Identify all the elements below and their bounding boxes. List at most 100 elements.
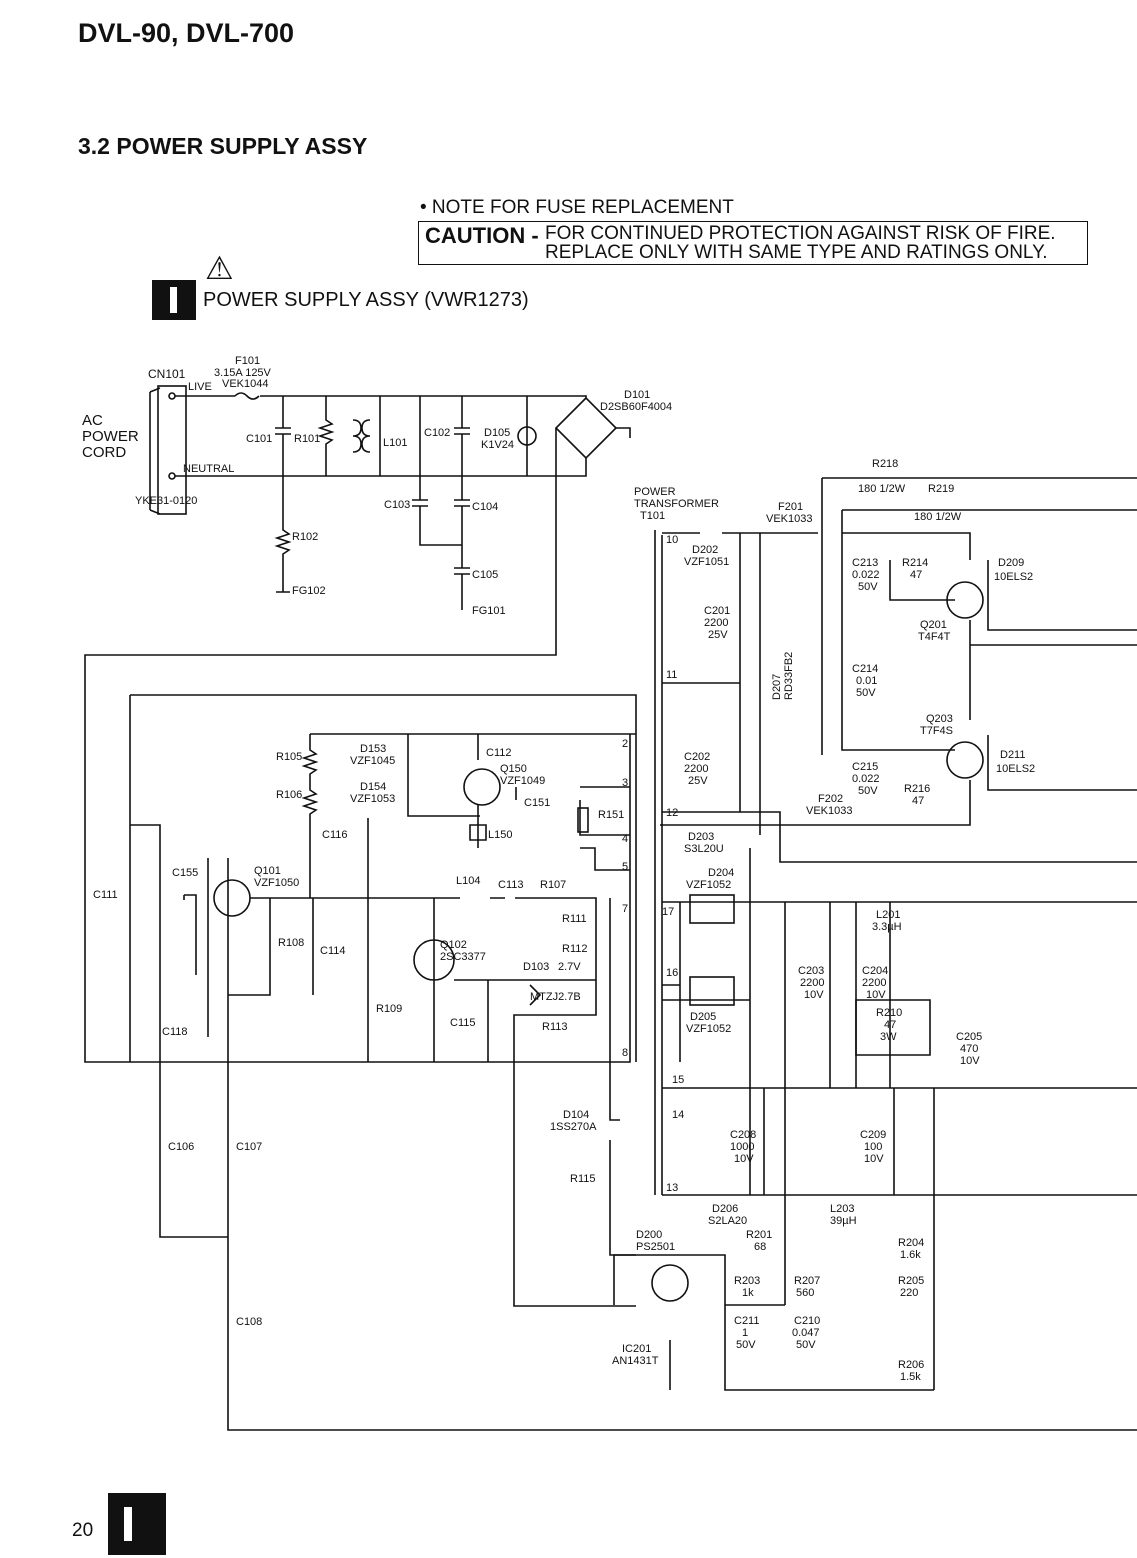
label-r205: R205 (898, 1275, 924, 1287)
label-r109: R109 (376, 1003, 402, 1015)
label-r214: R214 (902, 557, 928, 569)
schematic-labels: CN101 LIVE NEUTRAL AC POWER CORD YKE31-0… (82, 355, 1035, 1383)
label-d103: D103 (523, 961, 549, 973)
label-r219: R219 (928, 483, 954, 495)
label-c106: C106 (168, 1141, 194, 1153)
label-c211-val: 1 (742, 1327, 748, 1339)
label-c118: C118 (162, 1026, 187, 1038)
label-ic201-part: AN1431T (612, 1355, 659, 1367)
label-r102: R102 (292, 531, 318, 543)
label-f202: F202 (818, 793, 843, 805)
page-number: 20 (72, 1520, 94, 1541)
label-r201-val: 68 (754, 1241, 766, 1253)
d204-diode-pair (689, 894, 735, 924)
label-c202-v: 25V (688, 775, 708, 787)
label-c213: C213 (852, 557, 878, 569)
label-r204: R204 (898, 1237, 924, 1249)
pin-4: 4 (622, 833, 628, 845)
label-r206: R206 (898, 1359, 924, 1371)
label-c102: C102 (424, 427, 450, 439)
label-c151: C151 (524, 797, 550, 809)
label-l101: L101 (383, 437, 407, 449)
label-c208: C208 (730, 1129, 756, 1141)
label-fg102: FG102 (292, 585, 326, 597)
label-c213-v: 50V (858, 581, 878, 593)
label-d206: D206 (712, 1203, 738, 1215)
label-r216: R216 (904, 783, 930, 795)
label-c114: C114 (320, 945, 345, 957)
r151-resistor (577, 807, 589, 833)
label-r207: R207 (794, 1275, 820, 1287)
label-r115: R115 (570, 1173, 595, 1185)
label-c210: C210 (794, 1315, 820, 1327)
label-q150-part: VZF1049 (500, 775, 545, 787)
label-l104: L104 (456, 875, 480, 887)
label-l201-val: 3.3µH (872, 921, 902, 933)
label-c210-val: 0.047 (792, 1327, 820, 1339)
label-c101: C101 (246, 433, 272, 445)
label-r218: R218 (872, 458, 898, 470)
label-c205-val: 470 (960, 1043, 978, 1055)
assy-title: POWER SUPPLY ASSY (VWR1273) (203, 289, 529, 311)
label-live: LIVE (188, 381, 212, 393)
label-c113: C113 (498, 879, 523, 891)
label-d200: D200 (636, 1229, 662, 1241)
label-l150: L150 (488, 829, 512, 841)
q101-fet (213, 879, 251, 917)
label-l203: L203 (830, 1203, 854, 1215)
pin-8: 8 (622, 1047, 628, 1059)
caution-box: CAUTION - FOR CONTINUED PROTECTION AGAIN… (418, 221, 1088, 265)
pin-7: 7 (622, 903, 628, 915)
label-k1v24: K1V24 (481, 439, 514, 451)
label-r219-val: 180 1/2W (914, 511, 962, 523)
label-c105: C105 (472, 569, 498, 581)
label-c107: C107 (236, 1141, 262, 1153)
label-c116: C116 (322, 829, 347, 841)
q201-transistor (946, 581, 984, 619)
label-q201: Q201 (920, 619, 947, 631)
q150-fet (463, 768, 501, 806)
label-c201-v: 25V (708, 629, 728, 641)
label-r108: R108 (278, 937, 304, 949)
label-d205: D205 (690, 1011, 716, 1023)
document-title: DVL-90, DVL-700 (78, 18, 295, 48)
label-r204-val: 1.6k (900, 1249, 921, 1261)
label-d204: D204 (708, 867, 734, 879)
label-c215-v: 50V (858, 785, 878, 797)
label-d202: D202 (692, 544, 718, 556)
label-neutral: NEUTRAL (183, 463, 234, 475)
label-d209-part: 10ELS2 (994, 571, 1033, 583)
caution-line-1: FOR CONTINUED PROTECTION AGAINST RISK OF… (545, 223, 1056, 244)
schematic-wires (84, 385, 1137, 1431)
label-q203-part: T7F4S (920, 725, 953, 737)
label-c203-v: 10V (804, 989, 824, 1001)
d200-optocoupler (651, 1264, 689, 1302)
label-c203: C203 (798, 965, 824, 977)
label-r205-val: 220 (900, 1287, 918, 1299)
caution-word: CAUTION - (425, 223, 539, 248)
label-c211: C211 (734, 1315, 759, 1327)
label-d203-part: S3L20U (684, 843, 724, 855)
label-l201: L201 (876, 909, 900, 921)
label-c111: C111 (93, 889, 118, 901)
pin-10: 10 (666, 534, 678, 546)
label-c211-v: 50V (736, 1339, 756, 1351)
label-d101: D101 (624, 389, 650, 401)
label-q150: Q150 (500, 763, 527, 775)
label-c209-v: 10V (864, 1153, 884, 1165)
label-vzf1051: VZF1051 (684, 556, 729, 568)
warning-triangle-icon: ⚠ (205, 250, 234, 286)
label-q102: Q102 (440, 939, 467, 951)
label-vek1033: VEK1033 (766, 513, 812, 525)
pin-13: 13 (666, 1182, 678, 1194)
label-r207-val: 560 (796, 1287, 814, 1299)
label-c205: C205 (956, 1031, 982, 1043)
label-d101-part: D2SB60F4004 (600, 401, 672, 413)
label-cn101: CN101 (148, 367, 186, 381)
label-c208-v: 10V (734, 1153, 754, 1165)
label-r111: R111 (562, 913, 587, 925)
label-t101: T101 (640, 510, 665, 522)
label-d153-part: VZF1045 (350, 755, 395, 767)
label-transformer: TRANSFORMER (634, 498, 719, 510)
